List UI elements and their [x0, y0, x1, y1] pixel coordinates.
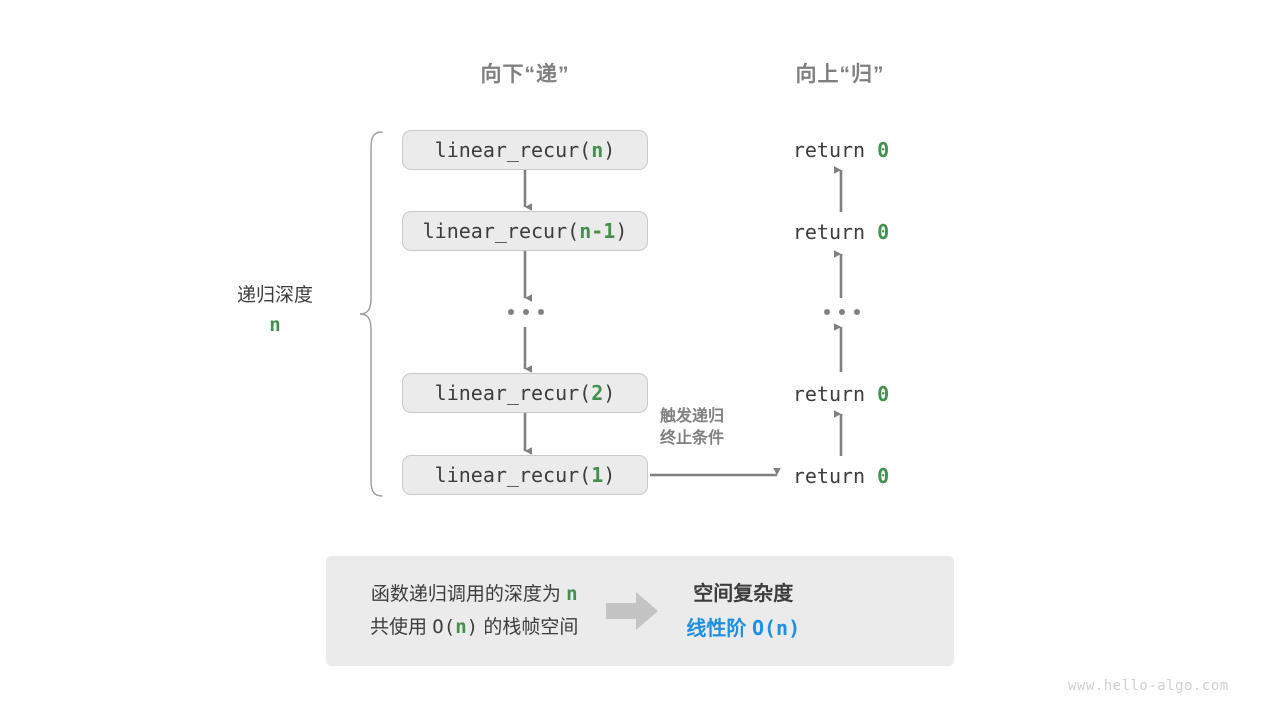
return-value: 0 [877, 220, 890, 244]
call-box-2[interactable]: linear_recur(2) [402, 373, 648, 413]
call-box-2-prefix: linear_recur( [434, 381, 592, 405]
return-keyword: return [792, 138, 866, 162]
call-box-n-arg: n [591, 138, 604, 162]
summary-line-1-text: 函数递归调用的深度为 [370, 583, 561, 605]
return-keyword: return [792, 220, 866, 244]
call-box-n-minus-1-prefix: linear_recur( [422, 219, 580, 243]
ellipsis-dot [824, 309, 830, 315]
return-value: 0 [877, 464, 890, 488]
watermark: www.hello-algo.com [1068, 678, 1229, 694]
summary-arrow [578, 592, 686, 630]
column-header-up: 向上“归” [795, 63, 885, 86]
return-keyword: return [792, 382, 866, 406]
return-statement-3: return 0 [741, 382, 941, 406]
call-box-n-minus-1[interactable]: linear_recur(n-1) [402, 211, 648, 251]
return-statement-4: return 0 [741, 464, 941, 488]
return-statement-2: return 0 [741, 220, 941, 244]
ellipsis-dot [523, 309, 529, 315]
summary-result-title: 空间复杂度 [693, 582, 794, 605]
call-box-1[interactable]: linear_recur(1) [402, 455, 648, 495]
call-box-n-prefix: linear_recur( [434, 138, 592, 162]
recursion-depth-text: 递归深度 [236, 285, 313, 306]
ellipsis-dot [508, 309, 514, 315]
call-stack-ellipsis [508, 309, 544, 315]
summary-line-2-text-a: 共使用 [370, 617, 428, 638]
complexity-summary-panel: 函数递归调用的深度为 n 共使用 O(n) 的栈帧空间 空间复杂度 线性阶 O(… [326, 556, 954, 666]
return-value: 0 [877, 382, 890, 406]
call-box-n-minus-1-arg: n-1 [579, 219, 616, 243]
depth-brace [358, 128, 384, 500]
return-statement-1: return 0 [741, 138, 941, 162]
call-box-n-suffix: ) [603, 138, 616, 162]
summary-result-expr: O(n) [751, 615, 801, 640]
recursion-depth-value: n [269, 313, 281, 336]
ellipsis-dot [538, 309, 544, 315]
return-value: 0 [877, 138, 890, 162]
call-box-2-arg: 2 [591, 381, 604, 405]
call-box-1-arg: 1 [591, 463, 604, 487]
summary-line-2-text-b: 的栈帧空间 [483, 617, 579, 638]
summary-result-value: 线性阶 O(n) [686, 611, 800, 646]
column-header-down: 向下“递” [480, 63, 570, 86]
call-box-1-prefix: linear_recur( [434, 463, 592, 487]
summary-line-2-close: ) [466, 616, 479, 638]
block-arrow-right-icon [606, 592, 659, 630]
summary-line-2-o: O( [432, 616, 456, 638]
call-box-n-minus-1-suffix: ) [615, 219, 628, 243]
call-box-1-suffix: ) [603, 463, 616, 487]
return-keyword: return [792, 464, 866, 488]
recursion-termination-note: 触发递归 终止条件 [660, 406, 724, 449]
trigger-note-line-2: 终止条件 [660, 429, 725, 447]
summary-line-1-n: n [566, 582, 578, 605]
return-ellipsis [824, 309, 860, 315]
summary-line-2: 共使用 O(n) 的栈帧空间 [370, 611, 578, 644]
summary-line-1: 函数递归调用的深度为 n [370, 578, 578, 611]
recursion-depth-label: 递归深度 n [175, 282, 375, 339]
ellipsis-dot [854, 309, 860, 315]
call-box-2-suffix: ) [603, 381, 616, 405]
call-box-n[interactable]: linear_recur(n) [402, 130, 648, 170]
trigger-note-line-1: 触发递归 [660, 408, 725, 425]
summary-description: 函数递归调用的深度为 n 共使用 O(n) 的栈帧空间 [326, 578, 578, 645]
summary-result-order: 线性阶 [686, 617, 747, 640]
summary-line-2-n: n [455, 616, 467, 638]
ellipsis-dot [839, 309, 845, 315]
summary-result: 空间复杂度 线性阶 O(n) [686, 577, 800, 646]
